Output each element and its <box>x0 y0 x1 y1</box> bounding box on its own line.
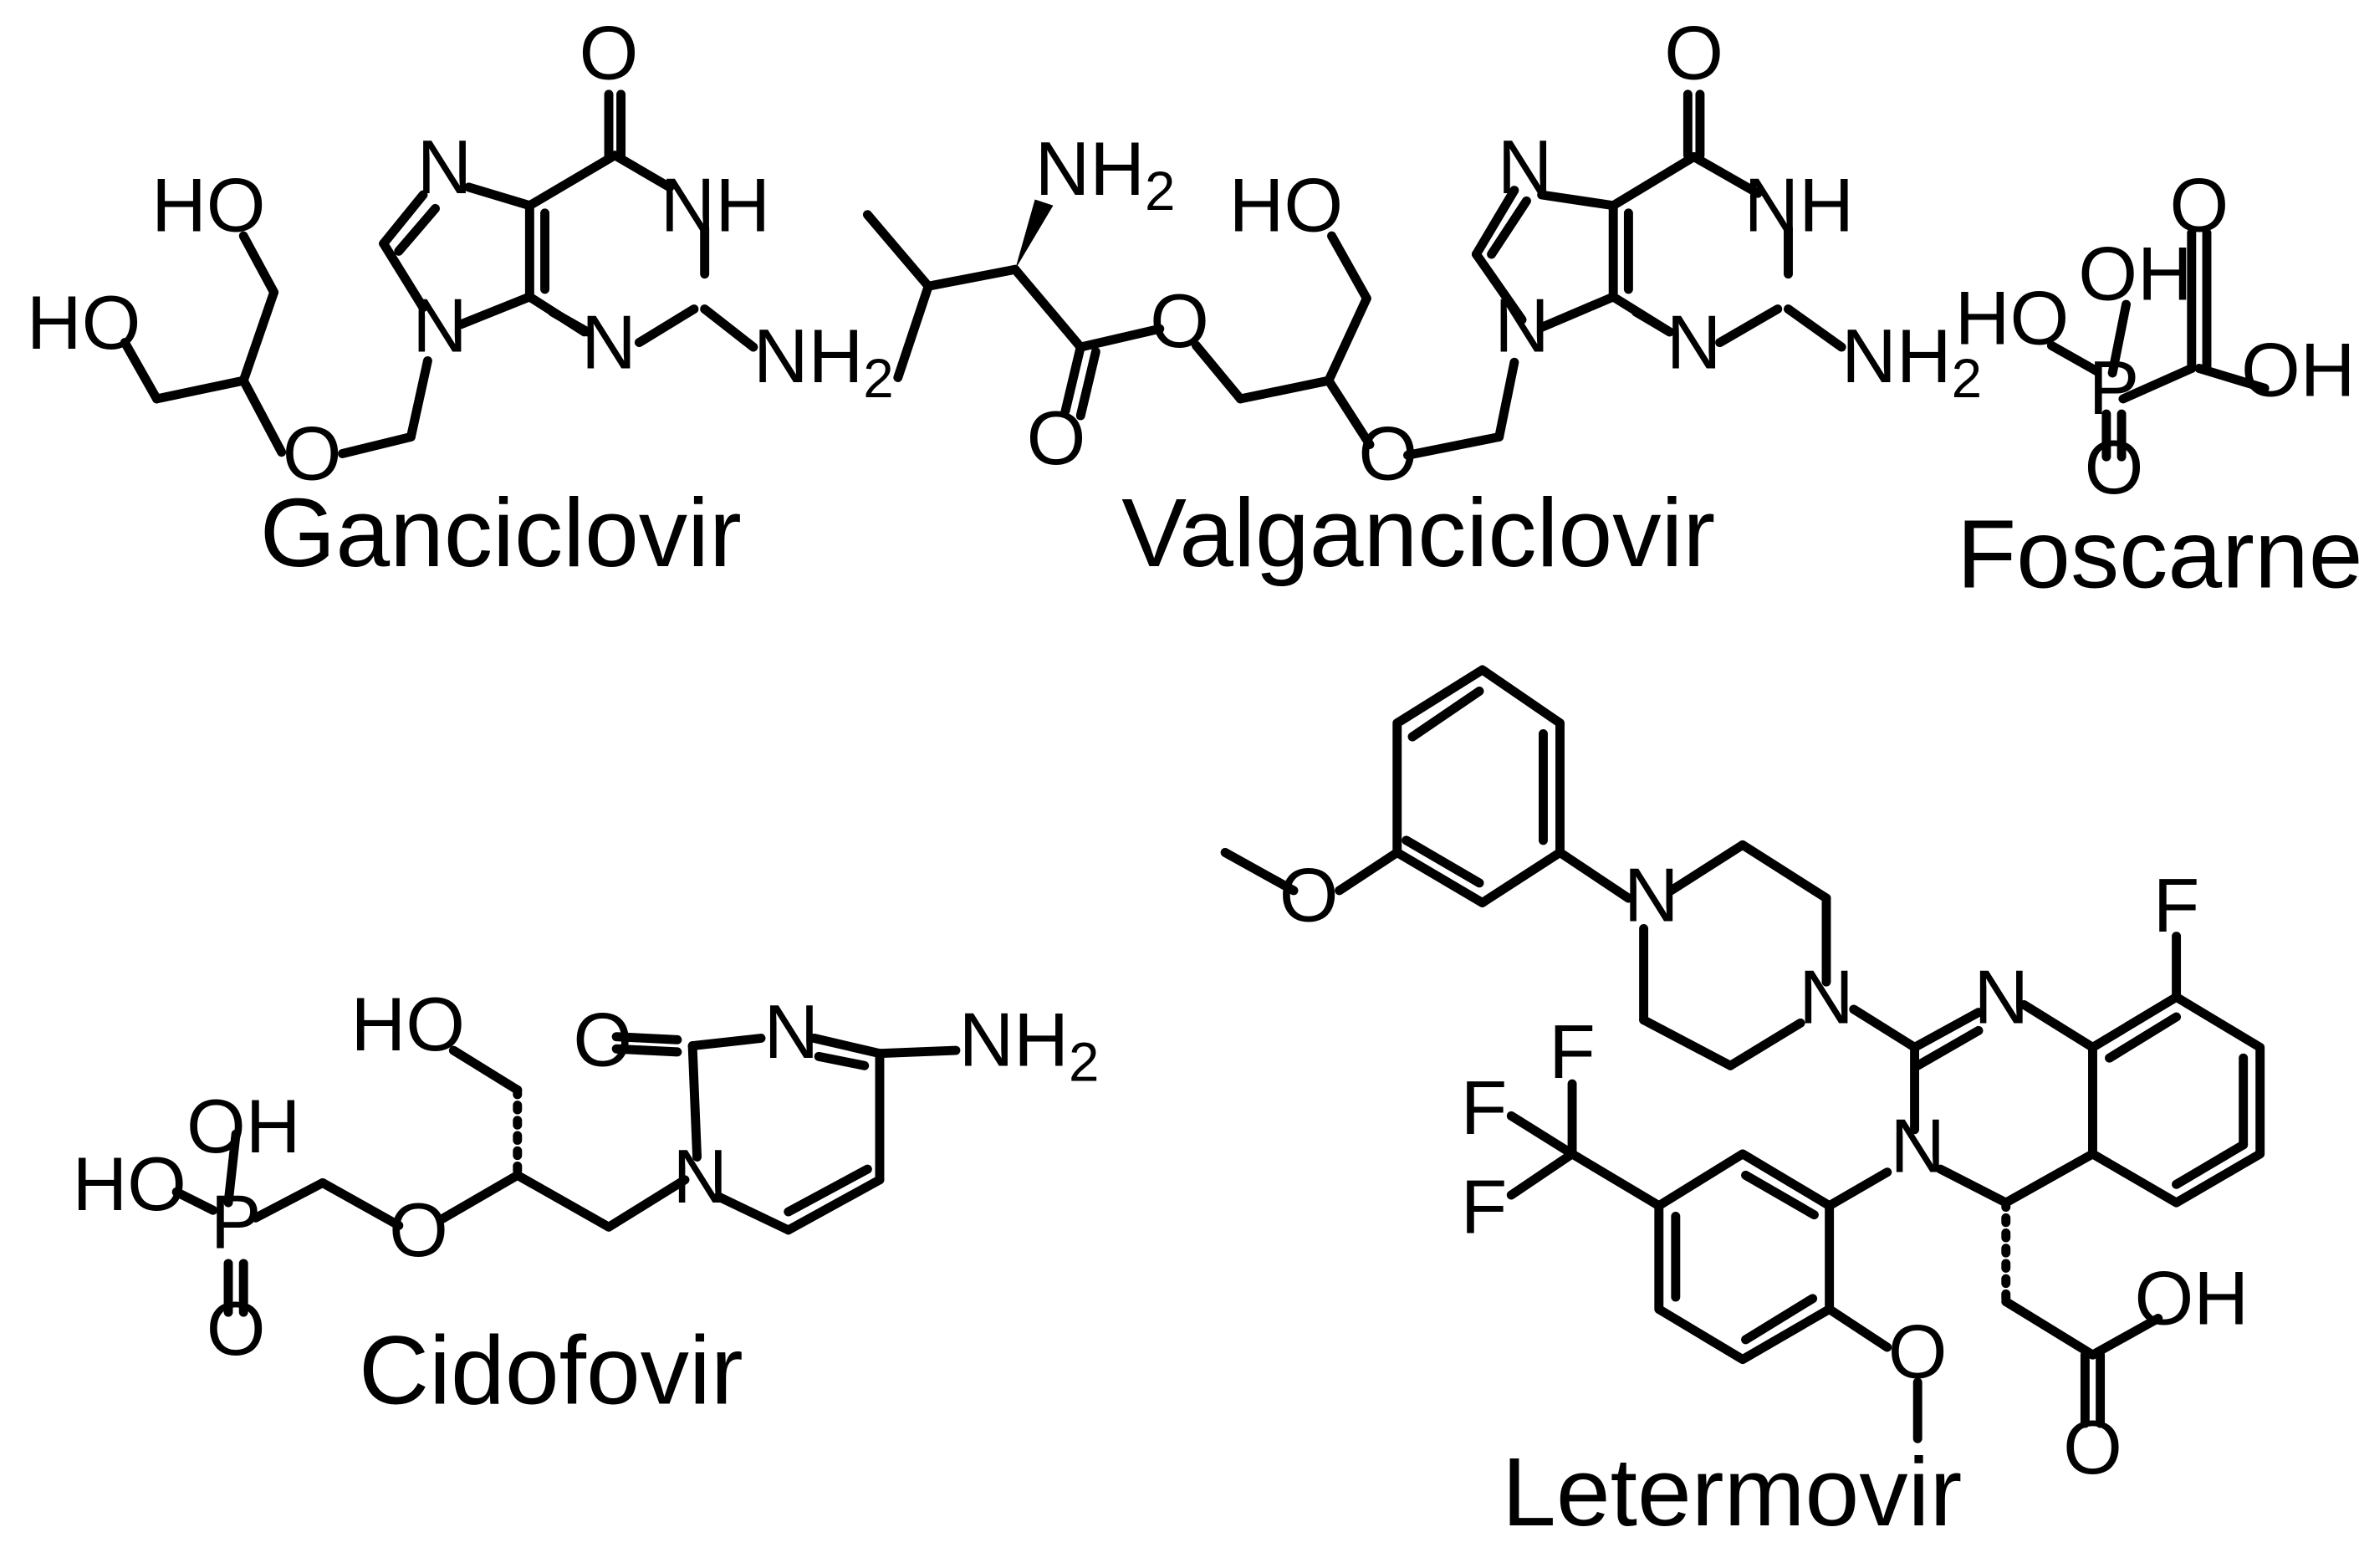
valganciclovir-hydroxyl: HO <box>1229 164 1343 248</box>
foscarnet-carbonyl-oxygen: O <box>2170 164 2229 248</box>
foscarnet-name: Foscarnet <box>1957 500 2359 609</box>
letermovir-methoxy-oxygen-top: O <box>1279 853 1339 937</box>
valganciclovir-ester-oxygen: O <box>1150 279 1209 364</box>
ganciclovir-n3-label: N <box>581 301 636 386</box>
valganciclovir-name: Valganciclovir <box>1121 478 1715 587</box>
valganciclovir-n3-label: N <box>1667 301 1722 386</box>
ganciclovir-hydroxyl-top: HO <box>151 164 265 248</box>
letermovir-methoxy-oxygen-bottom: O <box>1888 1310 1948 1394</box>
cidofovir-ether-oxygen: O <box>389 1188 448 1273</box>
valganciclovir-structure: NH2 O O HO O N N O NH N NH2 Valganciclov… <box>862 12 1982 587</box>
valganciclovir-wedge-bond <box>1014 199 1054 270</box>
valganciclovir-ether-oxygen: O <box>1358 411 1417 496</box>
ganciclovir-n9-label: N <box>412 284 467 369</box>
cidofovir-n1-label: N <box>672 1135 728 1219</box>
foscarnet-carboxyl-hydroxyl: OH <box>2241 328 2355 412</box>
ganciclovir-carbonyl-oxygen: O <box>580 12 639 96</box>
ganciclovir-amino-label: NH2 <box>753 314 894 409</box>
cidofovir-phosphorus: P <box>211 1181 262 1265</box>
cidofovir-p-oxygen: O <box>207 1287 266 1371</box>
ganciclovir-name: Ganciclovir <box>260 478 742 587</box>
foscarnet-structure: OH HO P O O OH Foscarnet <box>1955 164 2359 609</box>
foscarnet-p-hydroxyl-top: OH <box>2078 232 2192 317</box>
valganciclovir-purine-oxygen: O <box>1664 12 1723 96</box>
foscarnet-p-hydroxyl-left: HO <box>1955 276 2069 360</box>
valganciclovir-amino-purine: NH2 <box>1841 314 1982 409</box>
foscarnet-phosphorus: P <box>2089 346 2140 431</box>
ganciclovir-ether-oxygen: O <box>283 411 342 496</box>
letermovir-carbonyl-oxygen: O <box>2063 1406 2122 1490</box>
letermovir-structure: O N N F N F F F N O OH O Letermovir <box>1220 665 2265 1546</box>
cidofovir-n3-label: N <box>764 990 820 1075</box>
valganciclovir-amino-top: NH2 <box>1035 127 1176 222</box>
valganciclovir-n7-label: N <box>1498 125 1553 210</box>
letermovir-cf3-fluorine-3: F <box>1461 1166 1508 1250</box>
ganciclovir-nh-label: NH <box>661 164 770 248</box>
letermovir-piperazine-n-b: N <box>1799 955 1854 1039</box>
valganciclovir-nh-label: NH <box>1744 164 1854 248</box>
letermovir-carboxyl-hydroxyl: OH <box>2135 1257 2249 1341</box>
cidofovir-p-hydroxyl-left: HO <box>72 1142 186 1227</box>
letermovir-cf3-fluorine-1: F <box>1549 1010 1596 1095</box>
cidofovir-carbonyl-oxygen: O <box>573 998 632 1082</box>
letermovir-quinazoline-n1: N <box>1973 955 2029 1039</box>
letermovir-fluorine-aryl: F <box>2153 864 2200 948</box>
letermovir-name: Letermovir <box>1502 1438 1962 1546</box>
letermovir-quinazoline-n3: N <box>1890 1105 1945 1189</box>
ganciclovir-structure: O NH N N N NH2 HO HO O Ganciclovir <box>27 12 894 588</box>
cidofovir-hydroxyl: HO <box>351 983 465 1067</box>
valganciclovir-n9-label: N <box>1494 284 1550 369</box>
cidofovir-p-hydroxyl-top: OH <box>186 1085 300 1169</box>
foscarnet-p-oxygen: O <box>2085 426 2144 510</box>
letermovir-cf3-fluorine-2: F <box>1461 1066 1508 1151</box>
cidofovir-structure: HO O N NH2 OH HO P O N O Cidofovir <box>72 983 1099 1424</box>
cidofovir-name: Cidofovir <box>359 1315 743 1424</box>
ganciclovir-hydroxyl-bottom: HO <box>27 281 140 365</box>
ganciclovir-n7-label: N <box>417 125 472 210</box>
cidofovir-amino-label: NH2 <box>959 998 1100 1092</box>
letermovir-piperazine-n-a: N <box>1624 853 1679 937</box>
valganciclovir-carbonyl-oxygen: O <box>1027 396 1086 481</box>
